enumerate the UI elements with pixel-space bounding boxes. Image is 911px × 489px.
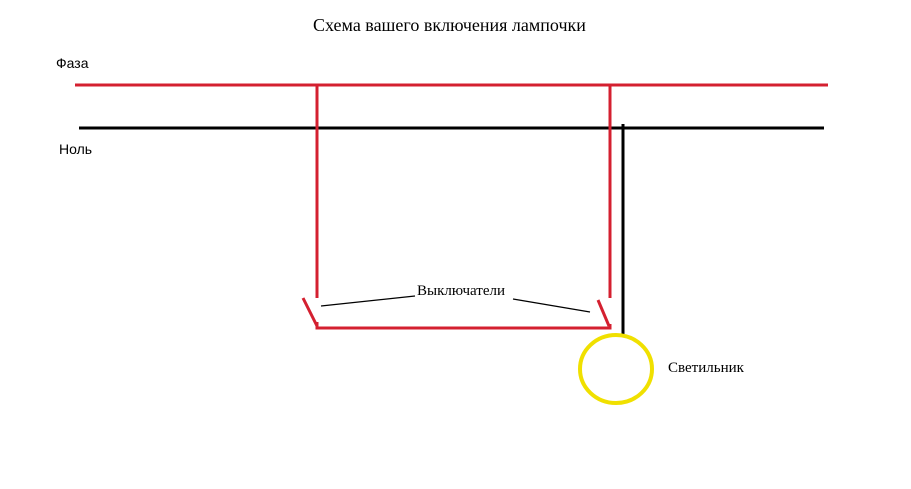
switch-pointer-left bbox=[320, 295, 416, 307]
neutral-label: Ноль bbox=[59, 141, 93, 157]
switches-label: Выключатели bbox=[417, 283, 506, 299]
switch-pointer-right bbox=[512, 298, 591, 313]
right-switch-blade bbox=[596, 299, 611, 327]
lamp-label: Светильник bbox=[668, 360, 744, 376]
diagram-title: Схема вашего включения лампочки bbox=[313, 15, 586, 35]
lamp-circle bbox=[578, 333, 654, 405]
switch-connection-wire bbox=[315, 322, 612, 330]
phase-label: Фаза bbox=[56, 55, 89, 71]
left-switch-blade bbox=[301, 297, 319, 327]
